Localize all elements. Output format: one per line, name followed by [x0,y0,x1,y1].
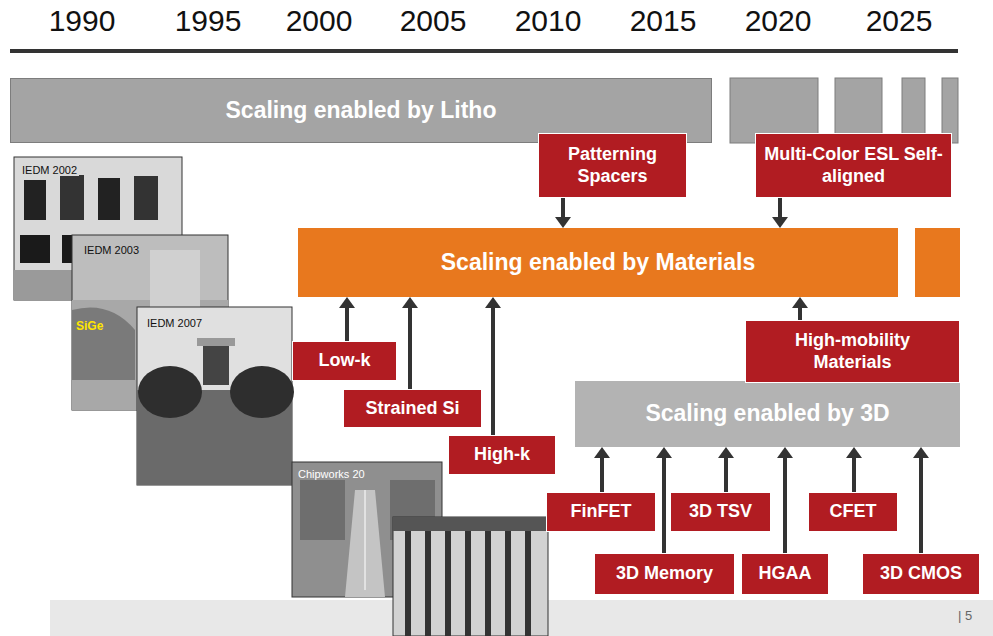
technique-box: FinFET [546,492,656,532]
node-text: CFET [830,501,877,522]
arrow-connector [718,447,734,492]
arrow-connector [777,447,793,553]
year-label: 2015 [630,4,697,38]
node-text: Strained Si [365,398,459,419]
arrow-connector [846,447,862,492]
technique-box: CFET [808,492,898,532]
technique-box: High-k [448,435,556,475]
year-label: 2020 [745,4,812,38]
technique-box: 3D CMOS [862,553,980,595]
node-text: High-mobility Materials [754,330,951,372]
technique-box: Strained Si [343,389,482,428]
arrow-connector [913,447,929,553]
technique-box: 3D TSV [670,492,771,532]
arrow-connector [402,297,418,389]
technique-box: Patterning Spacers [538,133,687,198]
node-text: Low-k [319,350,371,371]
tem-image-2007 [137,307,294,485]
image-source: IEDM 2002 [20,160,79,178]
year-label: 1990 [49,4,116,37]
arrow-connector [555,198,571,228]
image-source: IEDM 2002 [20,164,79,176]
node-text: Scaling enabled by Litho [226,97,497,124]
image-source: Chipworks 20 [298,468,365,480]
node-text: 3D CMOS [880,563,962,584]
arrow-connector [772,198,788,228]
node-text: High-k [474,444,530,465]
node-text: 3D TSV [689,501,752,522]
image-source: IEDM 2007 [145,313,204,331]
node-text: Multi-Color ESL Self-aligned [764,144,943,186]
year-label: 2000 [286,4,353,37]
page-number: | 5 [958,606,972,624]
node-text: Scaling enabled by Materials [441,249,755,276]
year-label: 2000 [286,4,353,38]
image-source: Chipworks 20 [298,464,365,482]
year-label: 1995 [175,4,242,37]
year-label: 2025 [866,4,933,38]
node-text: FinFET [571,501,632,522]
node-text: Scaling enabled by 3D [645,400,889,427]
time-axis [10,49,958,53]
year-label: 2005 [400,4,467,38]
band: Scaling enabled by Materials [298,228,898,297]
year-label: 2025 [866,4,933,37]
node-text: Patterning Spacers [547,144,678,186]
arrow-connector [485,297,501,435]
material-label: SiGe [76,319,103,333]
technique-box: HGAA [741,553,829,595]
year-label: 2010 [515,4,582,38]
year-label: 1995 [175,4,242,38]
image-source: IEDM 2003 [82,244,141,256]
image-source: IEDM 2003 [82,240,141,258]
band: Scaling enabled by 3D [575,381,960,447]
technique-box: High-mobility Materials [745,320,960,383]
arrow-connector [339,297,355,341]
technique-box: Low-k [292,341,397,381]
node-text: HGAA [759,563,812,584]
page-number: | 5 [958,608,972,623]
tem-image-3d-memory [393,517,548,636]
arrow-connector [594,447,610,492]
technique-box: Multi-Color ESL Self-aligned [755,133,952,198]
year-label: 2015 [630,4,697,37]
year-label: 1990 [49,4,116,38]
node-text: 3D Memory [616,563,713,584]
year-label: 2010 [515,4,582,37]
year-label: 2005 [400,4,467,37]
year-label: 2020 [745,4,812,37]
material-label: SiGe [76,316,103,334]
materials-segment [915,228,960,297]
technique-box: 3D Memory [594,553,735,595]
image-source: IEDM 2007 [145,317,204,329]
arrow-connector [792,297,808,320]
